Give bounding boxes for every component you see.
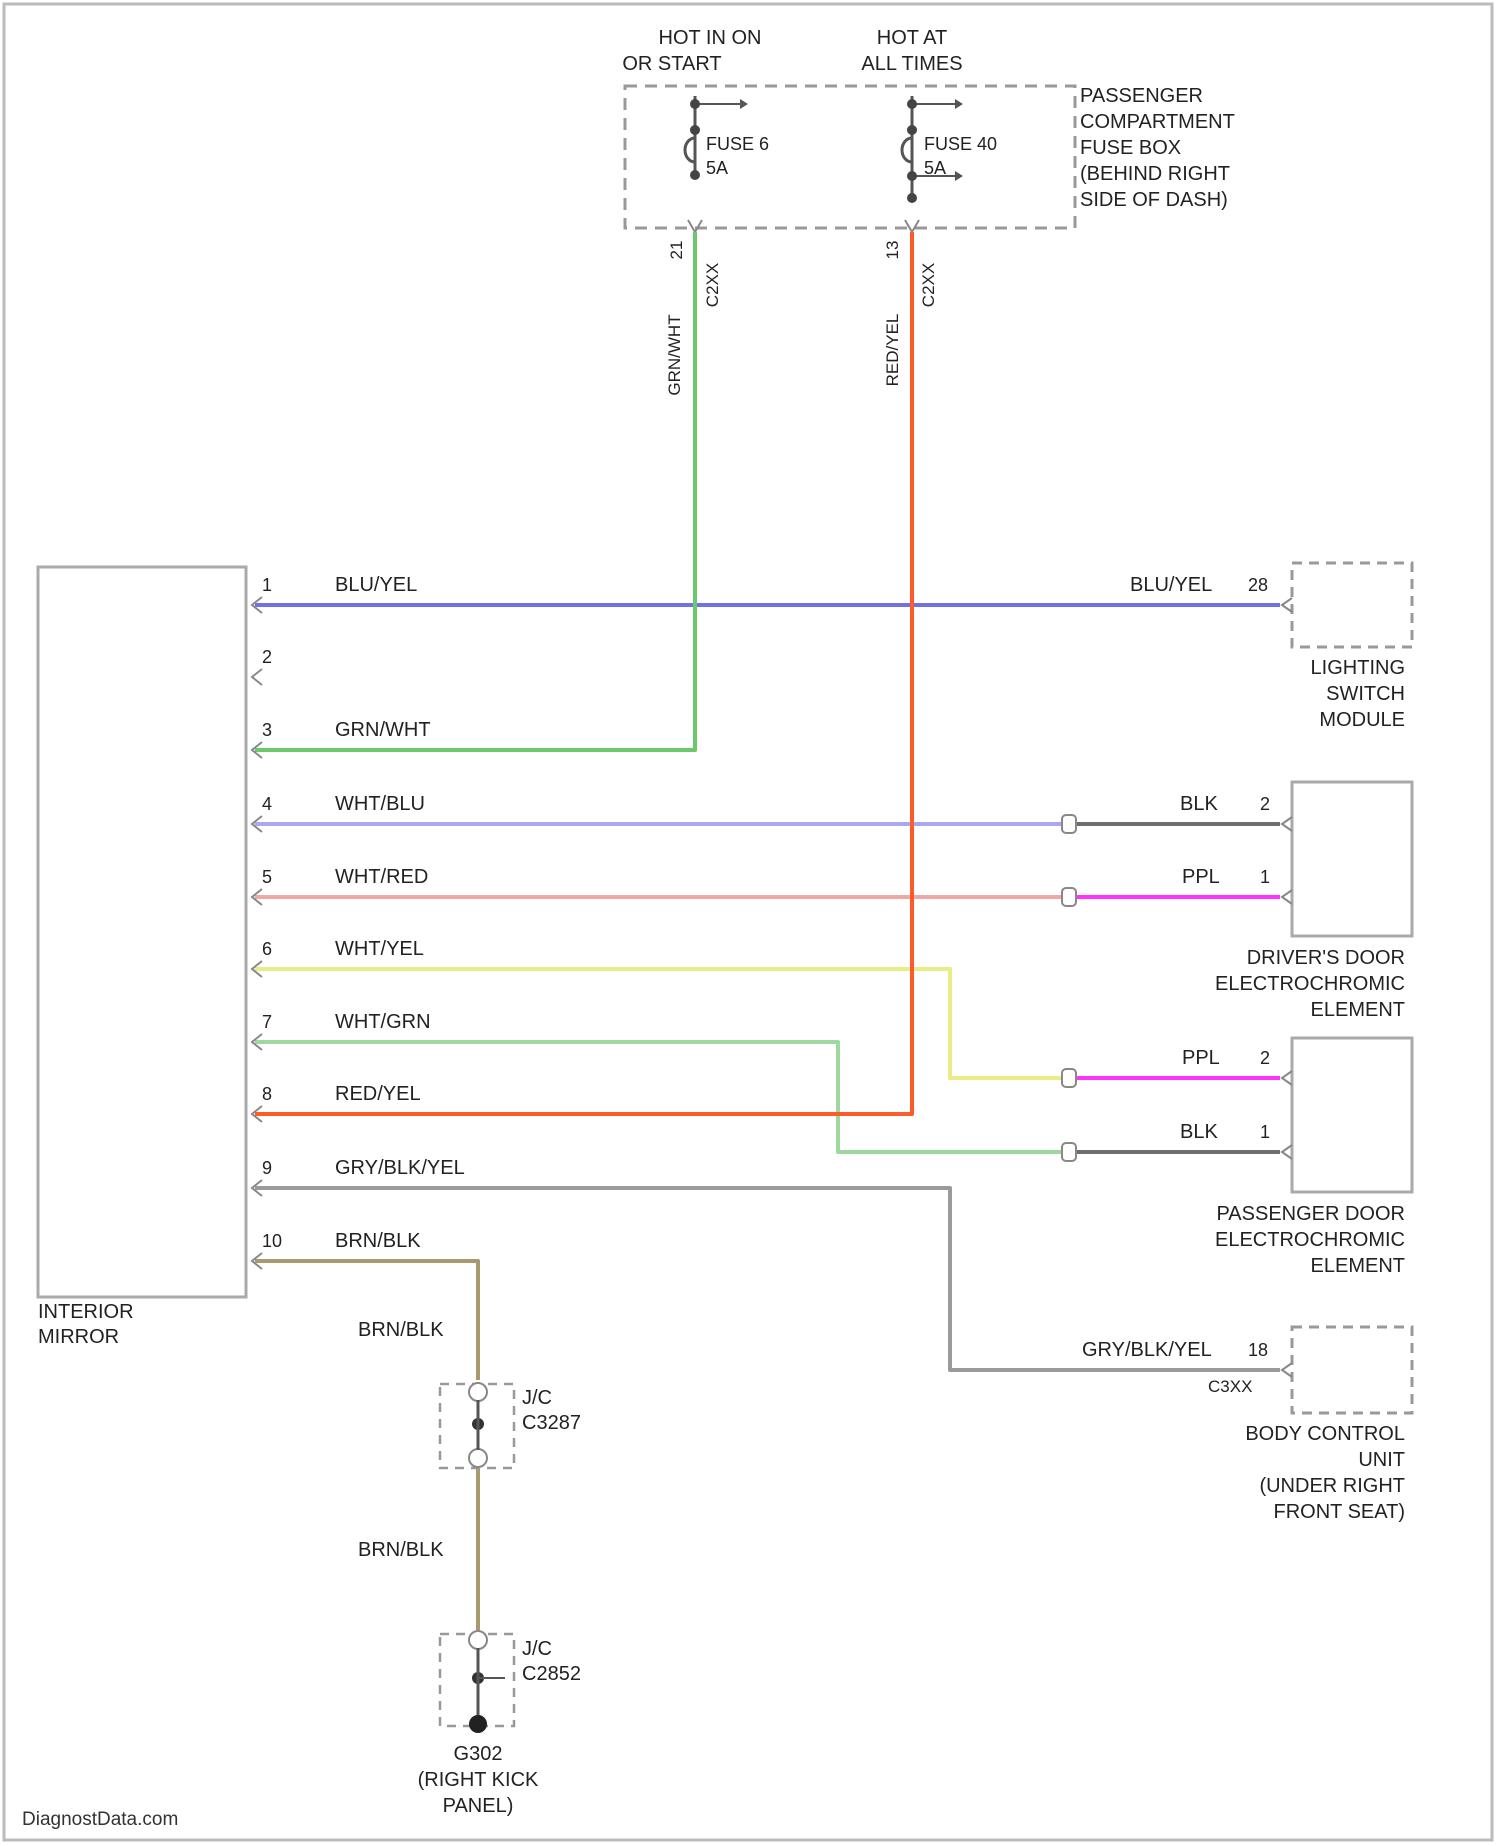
hot-always-label-2: ALL TIMES	[861, 53, 962, 75]
svg-text:ELEMENT: ELEMENT	[1311, 999, 1405, 1021]
body-control-wire-label: GRY/BLK/YEL	[1082, 1339, 1212, 1361]
fuse-6-connector: C2XX	[703, 263, 722, 307]
mirror-pin-wire-label: WHT/GRN	[335, 1011, 431, 1033]
watermark: DiagnostData.com	[22, 1809, 178, 1830]
hot-always-label-1: HOT AT	[877, 27, 947, 49]
svg-text:SIDE OF DASH): SIDE OF DASH)	[1080, 189, 1228, 211]
mirror-pin-number: 5	[262, 867, 272, 887]
jc2-label-2: C2852	[522, 1663, 581, 1685]
fuse-6-rating: 5A	[706, 158, 728, 178]
lighting-module-label: LIGHTING SWITCH MODULE	[1311, 657, 1405, 731]
lighting-module-wire-label: BLU/YEL	[1130, 574, 1212, 596]
inline-connectors	[1062, 815, 1076, 1161]
jc2-label-1: J/C	[522, 1638, 552, 1660]
mirror-pin-number: 7	[262, 1012, 272, 1032]
mirror-pin-wire-label: RED/YEL	[335, 1083, 421, 1105]
ground-location-2: PANEL)	[443, 1795, 514, 1817]
svg-text:DRIVER'S DOOR: DRIVER'S DOOR	[1247, 947, 1405, 969]
mirror-pin-number: 9	[262, 1158, 272, 1178]
mirror-pin-wire-label: BLU/YEL	[335, 574, 417, 596]
mirror-pin-number: 2	[262, 647, 272, 667]
svg-text:MODULE: MODULE	[1319, 709, 1405, 731]
driver-door-wire-a: BLK	[1180, 793, 1218, 815]
driver-door-wire-b: PPL	[1182, 866, 1220, 888]
svg-text:UNIT: UNIT	[1358, 1449, 1405, 1471]
fuse-40-connector: C2XX	[919, 263, 938, 307]
interior-mirror-label-2: MIRROR	[38, 1326, 119, 1348]
body-control-connector: C3XX	[1208, 1377, 1252, 1396]
mirror-pin-wire-label: GRN/WHT	[335, 719, 431, 741]
mirror-pin-connector	[252, 669, 262, 685]
svg-text:SWITCH: SWITCH	[1326, 683, 1405, 705]
mirror-pin-number: 6	[262, 939, 272, 959]
ground-wire-label-lower: BRN/BLK	[358, 1539, 444, 1561]
mirror-pin-wire-label: WHT/BLU	[335, 793, 425, 815]
svg-text:COMPARTMENT: COMPARTMENT	[1080, 111, 1235, 133]
driver-door-label: DRIVER'S DOOR ELECTROCHROMIC ELEMENT	[1215, 947, 1405, 1021]
ground-symbol	[469, 1715, 487, 1733]
svg-text:(BEHIND RIGHT: (BEHIND RIGHT	[1080, 163, 1230, 185]
mirror-pin-number: 1	[262, 575, 272, 595]
body-control-unit-box	[1292, 1327, 1412, 1413]
ground-id: G302	[454, 1743, 503, 1765]
svg-text:(UNDER RIGHT: (UNDER RIGHT	[1259, 1475, 1405, 1497]
passenger-door-wire-a: PPL	[1182, 1047, 1220, 1069]
passenger-door-wire-b: BLK	[1180, 1121, 1218, 1143]
driver-door-pin-a: 2	[1260, 794, 1270, 814]
mirror-pin-wire-label: GRY/BLK/YEL	[335, 1157, 465, 1179]
svg-text:ELECTROCHROMIC: ELECTROCHROMIC	[1215, 973, 1405, 995]
interior-mirror-label-1: INTERIOR	[38, 1301, 134, 1323]
fuse-6: FUSE 6 5A	[685, 96, 769, 232]
passenger-door-label: PASSENGER DOOR ELECTROCHROMIC ELEMENT	[1215, 1203, 1405, 1277]
body-control-pin: 18	[1248, 1340, 1268, 1360]
svg-text:BODY CONTROL: BODY CONTROL	[1245, 1423, 1405, 1445]
ground-location-1: (RIGHT KICK	[418, 1769, 539, 1791]
svg-text:ELECTROCHROMIC: ELECTROCHROMIC	[1215, 1229, 1405, 1251]
svg-text:PASSENGER: PASSENGER	[1080, 85, 1203, 107]
fuse-box-label: PASSENGER COMPARTMENT FUSE BOX (BEHIND R…	[1080, 85, 1235, 211]
passenger-door-element-box	[1292, 1038, 1412, 1192]
mirror-pins: 1 BLU/YEL 2 3 GRN/WHT 4 WHT/BLU 5 WHT/RED 6 WHT/YE…	[252, 574, 465, 1269]
hot-run-label-2: OR START	[622, 53, 721, 75]
mirror-pin-number: 8	[262, 1084, 272, 1104]
svg-text:FUSE BOX: FUSE BOX	[1080, 137, 1181, 159]
hot-run-label-1: HOT IN ON	[659, 27, 762, 49]
fuse-40-rating: 5A	[924, 158, 946, 178]
wire-grn-wht	[255, 232, 695, 750]
jc1-label-1: J/C	[522, 1387, 552, 1409]
fuse-6-name: FUSE 6	[706, 134, 769, 154]
wire-red-yel	[255, 232, 912, 1114]
mirror-pin-wire-label: WHT/YEL	[335, 938, 424, 960]
mirror-pin-number: 3	[262, 720, 272, 740]
svg-text:FRONT SEAT): FRONT SEAT)	[1274, 1501, 1405, 1523]
junction-connector-1	[440, 1383, 514, 1468]
mirror-pin-wire-label: BRN/BLK	[335, 1230, 421, 1252]
fuse-40-name: FUSE 40	[924, 134, 997, 154]
lighting-module-box	[1292, 563, 1412, 647]
fuse-6-pin: 21	[667, 241, 686, 260]
interior-mirror-box	[38, 567, 246, 1297]
fuse-40: FUSE 40 5A	[902, 96, 997, 232]
passenger-door-pin-b: 1	[1260, 1122, 1270, 1142]
svg-text:LIGHTING: LIGHTING	[1311, 657, 1405, 679]
fuse-6-wire-label: GRN/WHT	[665, 314, 684, 395]
wires	[255, 232, 1280, 1630]
ground-wire-label-upper: BRN/BLK	[358, 1319, 444, 1341]
body-control-label: BODY CONTROL UNIT (UNDER RIGHT FRONT SEA…	[1245, 1423, 1405, 1523]
lighting-module-pin: 28	[1248, 575, 1268, 595]
mirror-pin-wire-label: WHT/RED	[335, 866, 428, 888]
mirror-pin-number: 10	[262, 1231, 282, 1251]
fuse-40-wire-label: RED/YEL	[883, 314, 902, 387]
junction-connector-2	[440, 1631, 514, 1726]
svg-text:ELEMENT: ELEMENT	[1311, 1255, 1405, 1277]
passenger-door-pin-a: 2	[1260, 1048, 1270, 1068]
jc1-label-2: C3287	[522, 1412, 581, 1434]
driver-door-pin-b: 1	[1260, 867, 1270, 887]
fuse-40-pin: 13	[883, 241, 902, 260]
driver-door-element-box	[1292, 782, 1412, 936]
svg-text:PASSENGER DOOR: PASSENGER DOOR	[1216, 1203, 1405, 1225]
mirror-pin-number: 4	[262, 794, 272, 814]
